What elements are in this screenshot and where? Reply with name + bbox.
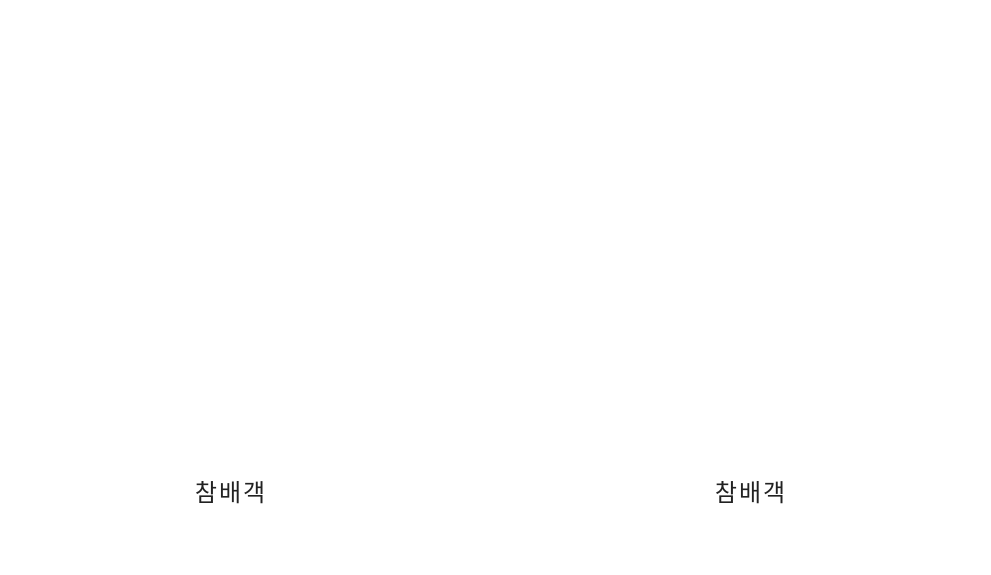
caption-left: 참배객 — [194, 479, 268, 507]
caption-right: 참배객 — [714, 479, 788, 507]
